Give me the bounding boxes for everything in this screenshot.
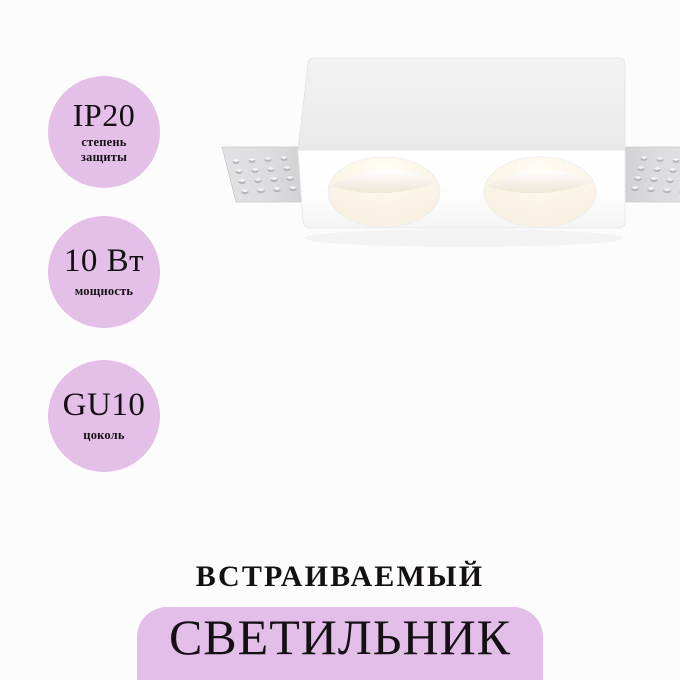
- page-title: СВЕТИЛЬНИК: [168, 609, 512, 665]
- right-flange-perforations: [631, 156, 680, 195]
- light-aperture-left: [327, 156, 441, 228]
- spec-badge-value: IP20: [72, 97, 136, 134]
- left-flange-perforations: [232, 156, 297, 195]
- housing-top-face: [297, 57, 626, 151]
- left-mounting-flange: [221, 146, 303, 203]
- spec-badge-caption: цоколь: [83, 428, 125, 443]
- title-kicker: ВСТРАИВАЕМЫЙ: [195, 560, 485, 593]
- spec-badge-socket: GU10 цоколь: [48, 360, 160, 472]
- product-shadow: [304, 229, 624, 247]
- product-image: [40, 16, 680, 276]
- spec-badge-value: 10 Вт: [63, 243, 145, 280]
- spec-badge-value: GU10: [62, 387, 146, 424]
- spec-badge-caption: мощность: [74, 284, 134, 299]
- title-banner: [137, 607, 543, 680]
- spec-badge-ip-rating: IP20 степень защиты: [48, 76, 160, 188]
- spec-badge-caption: степень защиты: [80, 135, 128, 164]
- downlight-illustration: [221, 57, 680, 247]
- right-mounting-flange: [625, 146, 680, 203]
- light-aperture-right: [483, 156, 597, 228]
- spec-badge-power: 10 Вт мощность: [48, 216, 160, 328]
